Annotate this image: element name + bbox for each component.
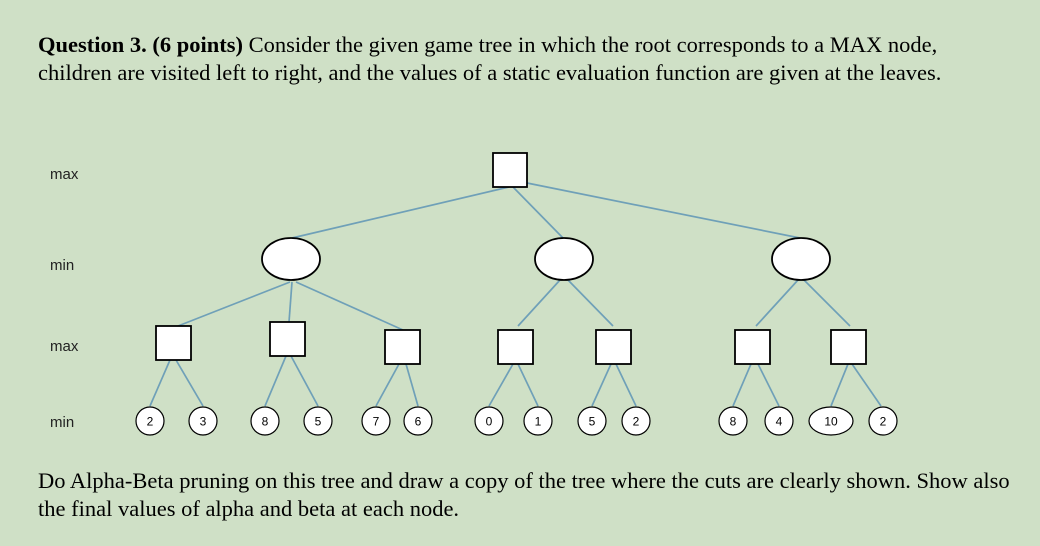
level-label-max-2: max — [50, 338, 79, 355]
leaf-value: 3 — [200, 415, 207, 429]
level-label-max-1: max — [50, 166, 79, 183]
root-max-node — [492, 152, 528, 188]
leaf-value: 4 — [776, 415, 783, 429]
leaf-value: 1 — [535, 415, 542, 429]
max-node-7 — [830, 329, 867, 365]
tree-edges — [149, 182, 882, 407]
question-text: Question 3. (6 points) Consider the give… — [38, 31, 1013, 87]
level-label-min-1: min — [50, 257, 74, 274]
leaf-node-7: 0 — [474, 406, 504, 436]
leaf-node-12: 4 — [764, 406, 794, 436]
question-body: Consider the given game tree in which th… — [38, 32, 942, 85]
max-node-2 — [269, 321, 306, 357]
leaf-value: 5 — [315, 415, 322, 429]
max-node-1 — [155, 325, 192, 361]
leaf-node-5: 7 — [361, 406, 391, 436]
leaf-node-1: 2 — [135, 406, 165, 436]
max-node-3 — [384, 329, 421, 365]
leaf-node-3: 8 — [250, 406, 280, 436]
leaf-value: 5 — [589, 415, 596, 429]
leaf-value: 8 — [262, 415, 269, 429]
leaf-node-2: 3 — [188, 406, 218, 436]
leaf-node-13: 10 — [808, 406, 854, 436]
leaf-node-11: 8 — [718, 406, 748, 436]
min-node-1 — [261, 237, 321, 281]
max-node-5 — [595, 329, 632, 365]
leaf-node-10: 2 — [621, 406, 651, 436]
leaf-value: 0 — [486, 415, 493, 429]
leaf-node-6: 6 — [403, 406, 433, 436]
min-node-3 — [771, 237, 831, 281]
leaf-value: 8 — [730, 415, 737, 429]
leaf-node-8: 1 — [523, 406, 553, 436]
level-label-min-2: min — [50, 414, 74, 431]
leaf-value: 2 — [147, 415, 154, 429]
leaf-node-4: 5 — [303, 406, 333, 436]
leaf-value: 7 — [373, 415, 380, 429]
min-node-2 — [534, 237, 594, 281]
instruction-text: Do Alpha-Beta pruning on this tree and d… — [38, 468, 1010, 521]
question-label: Question 3. (6 points) — [38, 32, 244, 57]
leaf-value: 6 — [415, 415, 422, 429]
leaf-node-9: 5 — [577, 406, 607, 436]
max-node-6 — [734, 329, 771, 365]
leaf-value: 10 — [824, 415, 838, 429]
leaf-value: 2 — [633, 415, 640, 429]
max-node-4 — [497, 329, 534, 365]
leaf-node-14: 2 — [868, 406, 898, 436]
leaf-value: 2 — [880, 415, 887, 429]
